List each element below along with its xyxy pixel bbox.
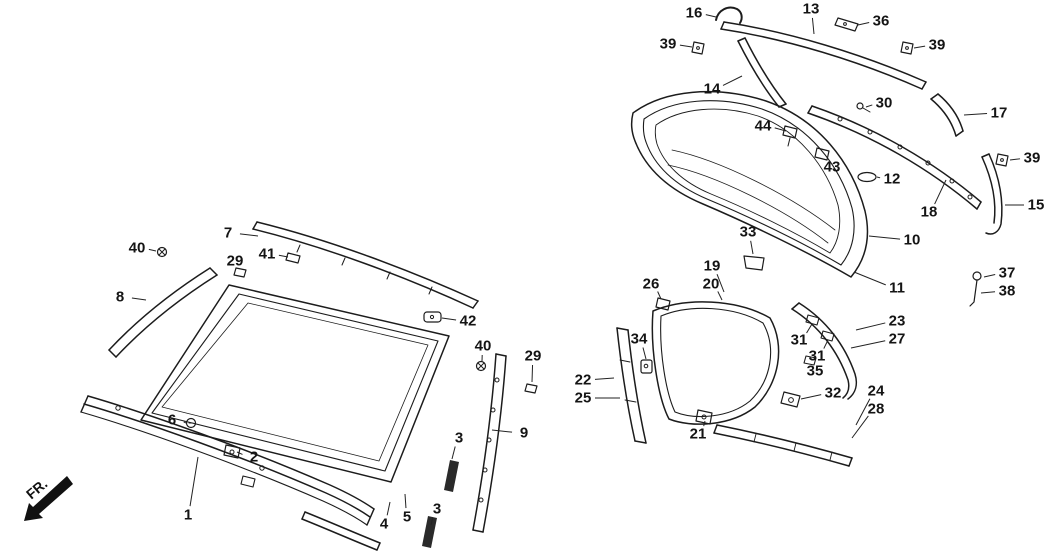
- part-number-label: 7: [223, 224, 233, 242]
- fr-direction-arrow: [24, 476, 73, 521]
- part-number-label: 14: [703, 80, 721, 98]
- part-number-label: 20: [702, 275, 720, 293]
- part-number-label: 13: [802, 0, 820, 18]
- part-number-label: 5: [402, 508, 412, 526]
- quarter-lower-molding: [713, 424, 853, 467]
- part-number-label: 2: [249, 448, 259, 466]
- part-number-label: 37: [998, 264, 1016, 282]
- part-number-label: 39: [659, 35, 677, 53]
- part-number-label: 26: [642, 275, 660, 293]
- part-number-label: 25: [574, 389, 592, 407]
- part-number-label: 38: [998, 282, 1016, 300]
- rear-end-molding: [981, 153, 1003, 235]
- part-number-label: 17: [990, 104, 1008, 122]
- windshield-glass: [140, 284, 450, 483]
- rear-side-molding-left: [737, 37, 787, 108]
- part-number-label: 16: [685, 4, 703, 22]
- part-number-label: 22: [574, 371, 592, 389]
- windshield-side-molding: [108, 267, 218, 358]
- part-number-label: 30: [875, 94, 893, 112]
- part-number-label: 1: [183, 506, 193, 524]
- part-number-label: 33: [739, 223, 757, 241]
- windshield-clips: [156, 246, 538, 488]
- part-number-label: 11: [889, 279, 905, 297]
- quarter-window-glass: [651, 301, 780, 425]
- part-number-label: 35: [806, 362, 824, 380]
- part-number-label: 24: [867, 382, 885, 400]
- part-number-label: 34: [630, 330, 648, 348]
- part-number-label: 4: [379, 515, 389, 533]
- part-number-label: 8: [115, 288, 125, 306]
- part-number-label: 6: [167, 411, 177, 429]
- part-number-label: 42: [459, 312, 477, 330]
- part-number-label: 39: [928, 36, 946, 54]
- part-number-label: 23: [888, 312, 906, 330]
- part-number-label: 19: [703, 257, 721, 275]
- part-number-label: 29: [226, 252, 244, 270]
- rear-corner-molding-right: [930, 93, 964, 137]
- part-number-label: 12: [883, 170, 901, 188]
- part-number-label: 31: [790, 331, 808, 349]
- rear-corner-piece: [715, 6, 743, 24]
- part-number-label: 3: [454, 429, 464, 447]
- rear-upper-molding: [720, 21, 927, 90]
- windshield-lower-molding: [80, 395, 381, 551]
- part-number-label: 41: [258, 245, 276, 263]
- windshield-rubber-spacer: [422, 460, 459, 548]
- part-number-label: 15: [1027, 196, 1045, 214]
- part-number-label: 28: [867, 400, 885, 418]
- part-number-label: 32: [824, 384, 842, 402]
- rear-grommet: [857, 171, 877, 183]
- part-number-label: 31: [808, 347, 826, 365]
- part-number-label: 18: [920, 203, 938, 221]
- rear-lower-molding: [807, 105, 982, 210]
- part-number-label: 27: [888, 330, 906, 348]
- quarter-front-strip: [616, 327, 647, 444]
- part-number-label: 10: [903, 231, 921, 249]
- part-number-label: 9: [519, 424, 529, 442]
- part-number-label: 44: [754, 117, 772, 135]
- part-number-label: 40: [474, 337, 492, 355]
- quarter-window-clips: [640, 297, 835, 425]
- part-number-label: 36: [872, 12, 890, 30]
- part-number-label: 3: [432, 500, 442, 518]
- windshield-upper-molding: [252, 221, 479, 309]
- part-number-label: 39: [1023, 149, 1041, 167]
- part-number-label: 43: [823, 158, 841, 176]
- leader-lines: [131, 14, 1024, 526]
- rear-window-frame: [630, 90, 869, 278]
- part-number-label: 29: [524, 347, 542, 365]
- rear-window-clips: [691, 17, 1009, 307]
- part-number-label: 21: [689, 425, 707, 443]
- part-number-label: 40: [128, 239, 146, 257]
- windshield-side-strip: [472, 353, 507, 533]
